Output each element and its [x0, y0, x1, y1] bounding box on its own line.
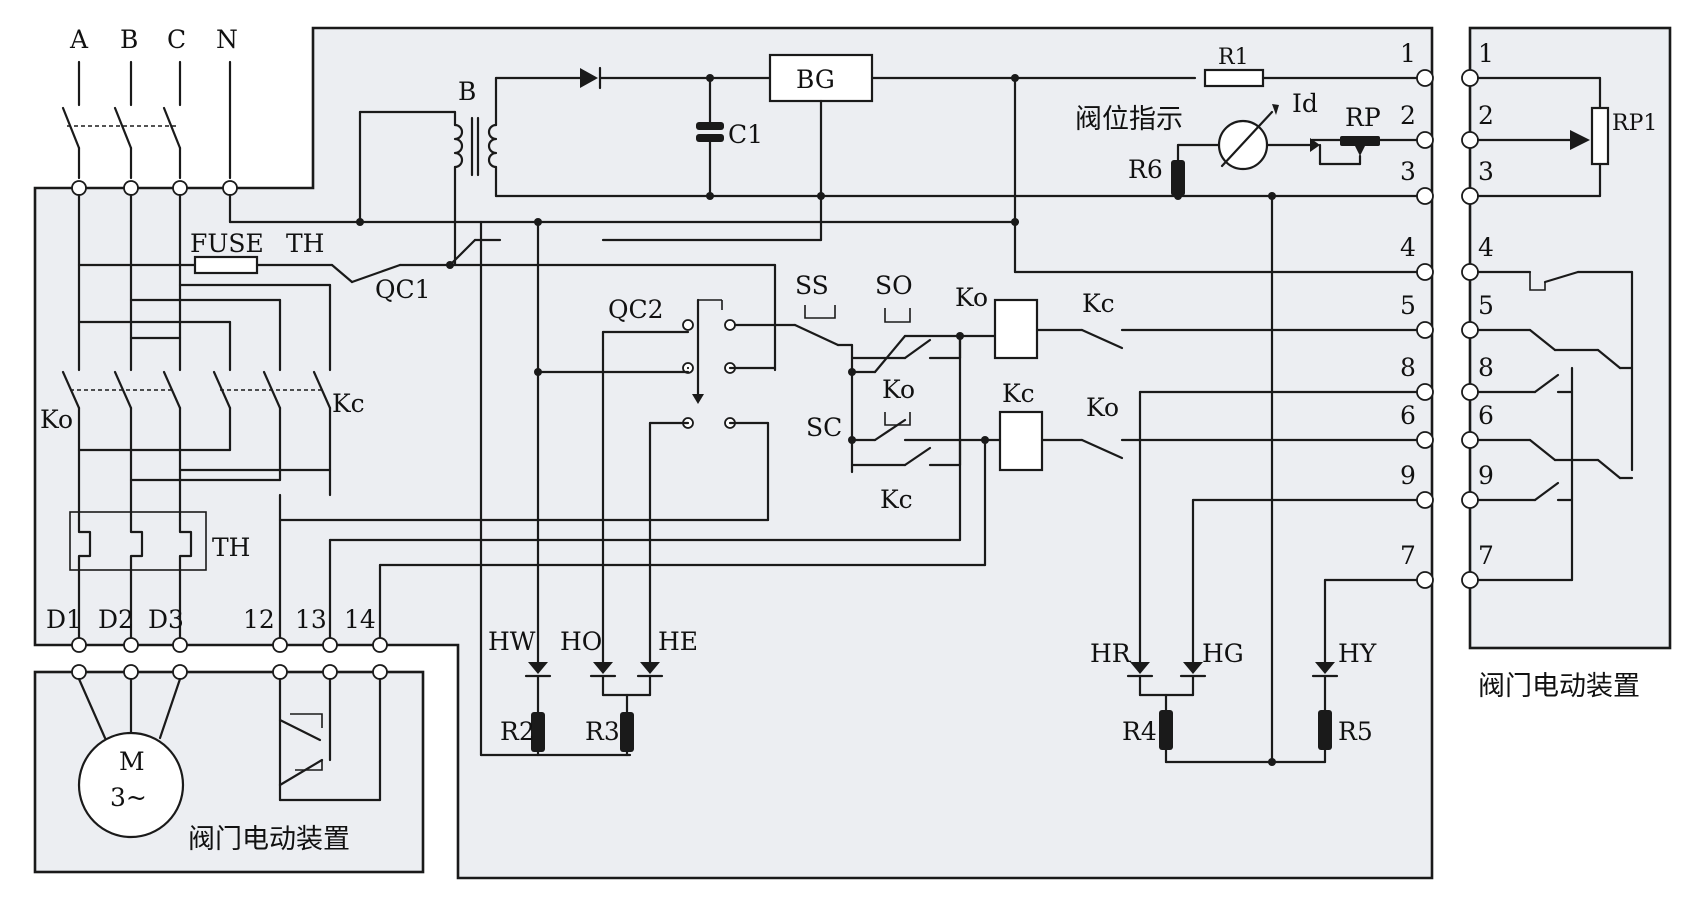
- neutral-label: N: [216, 25, 238, 54]
- right-device-internals: [1476, 76, 1634, 582]
- ss-label: SS: [795, 271, 829, 300]
- right-term-3: 3: [1478, 157, 1494, 186]
- right-terminal-strip: 1 2 3 4 5 8 6 9 7: [1461, 39, 1494, 589]
- right-term-8: 8: [1478, 353, 1494, 382]
- thermal-overload: [69, 511, 207, 647]
- t14-label: 14: [344, 605, 376, 634]
- r1-label: R1: [1218, 45, 1249, 70]
- right-term-1: 1: [1478, 39, 1494, 68]
- so-label: SO: [875, 271, 913, 300]
- bottom-terminal-labels: D1 D2 D3 12 13 14: [46, 605, 376, 634]
- hy-label: HY: [1338, 639, 1377, 668]
- id-label: Id: [1292, 89, 1318, 118]
- mid-term-2: 2: [1400, 101, 1416, 130]
- sc-label: SC: [806, 413, 842, 442]
- mid-term-5: 5: [1400, 291, 1416, 320]
- transformer-label: B: [458, 77, 476, 106]
- kc-main-label: Kc: [332, 389, 365, 418]
- rp-label: RP: [1345, 103, 1381, 132]
- bg-label: BG: [796, 65, 835, 94]
- mid-term-3: 3: [1400, 157, 1416, 186]
- r3-label: R3: [585, 717, 620, 746]
- phase-b-label: B: [120, 25, 138, 54]
- valve-indicator-label: 阀位指示: [1075, 104, 1183, 135]
- r6-label: R6: [1128, 155, 1163, 184]
- fuse-th-labels: FUSE TH QC1: [190, 229, 431, 304]
- th-top-label: TH: [286, 229, 324, 258]
- lamp-labels-left: HW HO HE R2 R3: [488, 627, 698, 746]
- lamp-group-left: [524, 348, 664, 757]
- valve-device-right-label: 阀门电动装置: [1478, 671, 1640, 702]
- supply-labels: A B C N: [69, 25, 238, 54]
- hr-label: HR: [1090, 639, 1132, 668]
- mid-term-9: 9: [1400, 461, 1416, 490]
- motor-phase-label: 3~: [110, 783, 147, 812]
- right-term-6: 6: [1478, 401, 1494, 430]
- d1-label: D1: [46, 605, 82, 634]
- rp1-label: RP1: [1612, 111, 1657, 136]
- right-term-4: 4: [1478, 233, 1494, 262]
- motor-m-label: M: [119, 747, 145, 776]
- d2-label: D2: [98, 605, 134, 634]
- motor-device-panel: [33, 670, 425, 874]
- c1-label: C1: [728, 120, 763, 149]
- bottom-terminals: [71, 493, 388, 680]
- mid-term-4: 4: [1400, 233, 1416, 262]
- main-control-panel: [33, 26, 1434, 880]
- right-term-2: 2: [1478, 101, 1494, 130]
- qc2-label: QC2: [608, 295, 664, 324]
- fuse-label: FUSE: [190, 229, 264, 258]
- valve-position-circuit: [1011, 68, 1427, 274]
- qc1-label: QC1: [375, 275, 431, 304]
- ko-coil-label: Ko: [955, 283, 988, 312]
- right-term-9: 9: [1478, 461, 1494, 490]
- phase-c-label: C: [167, 25, 186, 54]
- hw-label: HW: [488, 627, 536, 656]
- mid-term-7: 7: [1400, 541, 1416, 570]
- ko-main-label: Ko: [40, 405, 73, 434]
- hg-label: HG: [1202, 639, 1244, 668]
- th-overload-label: TH: [212, 533, 250, 562]
- device-limit-switches: [278, 677, 382, 802]
- motor: M 3~: [77, 677, 185, 839]
- valve-device-left-label: 阀门电动装置: [188, 824, 350, 855]
- kc-coil-label: Kc: [1002, 379, 1035, 408]
- ko-aux-label: Ko: [882, 375, 915, 404]
- right-term-5: 5: [1478, 291, 1494, 320]
- d3-label: D3: [148, 605, 184, 634]
- kc-contact-label: Kc: [1082, 289, 1115, 318]
- r4-label: R4: [1122, 717, 1157, 746]
- middle-terminal-strip: 1 2 3 4 5 8 6 9 7: [1400, 39, 1434, 589]
- t12-label: 12: [243, 605, 275, 634]
- ko-contact-label: Ko: [1086, 393, 1119, 422]
- kc-aux-label: Kc: [880, 485, 913, 514]
- he-label: HE: [658, 627, 698, 656]
- r5-label: R5: [1338, 717, 1373, 746]
- mid-term-6: 6: [1400, 401, 1416, 430]
- supply-lines: [61, 60, 232, 180]
- phase-a-label: A: [69, 25, 89, 54]
- lamp-labels-right: HR HG HY R4 R5: [1090, 639, 1377, 746]
- main-contactors: [61, 370, 332, 522]
- mid-term-1: 1: [1400, 39, 1416, 68]
- r2-label: R2: [500, 717, 535, 746]
- control-labels: QC2 SS SO Ko Kc Ko Kc Ko SC Kc: [608, 271, 1119, 514]
- right-term-7: 7: [1478, 541, 1494, 570]
- ho-label: HO: [560, 627, 602, 656]
- lamp-group-right: [1126, 192, 1422, 766]
- mid-term-8: 8: [1400, 353, 1416, 382]
- t13-label: 13: [295, 605, 327, 634]
